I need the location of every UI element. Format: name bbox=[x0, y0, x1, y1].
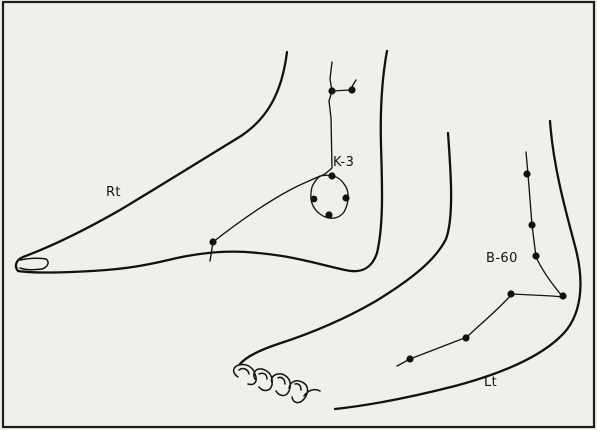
left-foot-point-middle bbox=[528, 221, 535, 228]
k-3-label: K-3 bbox=[333, 155, 354, 170]
right-foot-upper-vertical-meridian bbox=[330, 62, 332, 91]
right-foot-point-upper-right bbox=[348, 86, 355, 93]
left-foot-back-outline bbox=[335, 121, 580, 409]
left-foot-point-forefoot bbox=[406, 355, 413, 362]
right-foot: Rt K-3 bbox=[16, 51, 387, 273]
k-3-point-bottom bbox=[325, 211, 332, 218]
left-foot-label: Lt bbox=[484, 375, 497, 390]
right-big-toe-nail bbox=[20, 258, 48, 269]
left-foot: B-60 Lt bbox=[234, 121, 581, 409]
left-foot-point-heel bbox=[559, 292, 566, 299]
k-3-point-left bbox=[311, 196, 318, 203]
left-foot-point-lateral bbox=[507, 290, 514, 297]
b-60-label: B-60 bbox=[486, 251, 518, 266]
right-foot-point-arch bbox=[209, 238, 216, 245]
k-3-point-right bbox=[342, 194, 349, 201]
right-foot-label: Rt bbox=[106, 185, 121, 200]
k-3-point-top bbox=[328, 172, 335, 179]
right-foot-meridian-line bbox=[210, 80, 356, 261]
left-foot-point-upper bbox=[523, 170, 530, 177]
left-foot-toe-nails bbox=[239, 369, 301, 390]
left-foot-meridian-line bbox=[397, 152, 563, 366]
b-60-point bbox=[532, 252, 539, 259]
left-foot-point-mid-foot bbox=[462, 334, 469, 341]
diagram-border bbox=[3, 2, 594, 427]
